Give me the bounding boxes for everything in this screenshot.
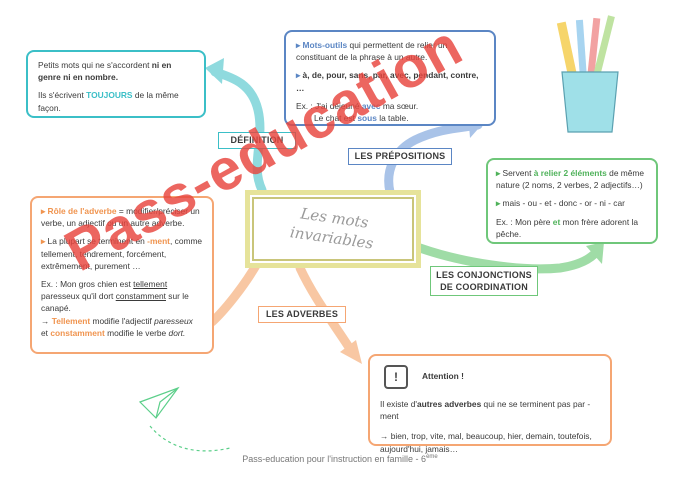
- adverbes-example-a: Ex. : Mon gros chien est: [41, 278, 134, 289]
- adverbes-note-2: et constamment modifie le verbe dort.: [41, 327, 203, 339]
- conjonctions-list: mais - ou - et - donc - or - ni - car: [502, 198, 625, 209]
- prepositions-example-1: Ex. : J'ai déjeuné avec ma sœur.: [296, 100, 484, 112]
- adverbes-note-2a: et: [41, 327, 51, 338]
- footer-superscript: ème: [426, 454, 438, 460]
- warning-icon: !: [384, 365, 408, 389]
- definition-text-2c: de la même façon.: [38, 90, 179, 113]
- adverbes-text-1a: Rôle de l'adverbe: [47, 206, 117, 216]
- prepositions-example-1c: ma sœur.: [380, 100, 419, 111]
- attention-box: ! Attention ! Il existe d'autres adverbe…: [368, 354, 612, 454]
- prepositions-box: ▸ Mots-outils qui permettent de relier u…: [284, 30, 496, 126]
- bullet-icon: ▸: [496, 168, 503, 178]
- prepositions-example-1b: avec: [361, 100, 381, 111]
- prepositions-text-1: ▸ Mots-outils qui permettent de relier u…: [296, 39, 484, 63]
- adverbes-example: Ex. : Mon gros chien est tellement pares…: [41, 278, 203, 315]
- footer-credit: Pass-education pour l'instruction en fam…: [0, 454, 680, 464]
- adverbes-example-b: tellement: [133, 278, 168, 289]
- conjonctions-text-1: ▸ Servent à relier 2 éléments de même na…: [496, 167, 648, 191]
- bullet-icon: ▸: [296, 70, 303, 81]
- definition-text-2b: TOUJOURS: [86, 90, 133, 101]
- prepositions-text-2: ▸ à, de, pour, sans, par, avec, pendant,…: [296, 69, 484, 93]
- prepositions-example-2: Le chat est sous la table.: [314, 112, 484, 124]
- adverbes-note-2b: constamment: [50, 327, 105, 338]
- center-title: Les mots invariables: [248, 198, 418, 260]
- definition-text-2: Ils s'écrivent TOUJOURS de la même façon…: [38, 89, 194, 113]
- prepositions-example-2a: Le chat est: [314, 112, 358, 123]
- conjonctions-text-1b: à relier 2 éléments: [533, 168, 607, 178]
- attention-text-1c: qui ne se terminent pas par -ment: [380, 399, 591, 422]
- conjonctions-example-a: Ex. : Mon père: [496, 216, 553, 227]
- arrow-icon: →: [41, 315, 52, 326]
- attention-text-1: Il existe d'autres adverbes qui ne se te…: [380, 398, 600, 422]
- bullet-icon: ▸: [496, 198, 503, 209]
- conjonctions-example-b: et: [552, 216, 561, 227]
- footer-text: Pass-education pour l'instruction en fam…: [242, 454, 427, 464]
- prepositions-example-2c: la table.: [376, 112, 409, 123]
- definition-box: Petits mots qui ne s'accordent ni en gen…: [26, 50, 206, 118]
- attention-text-1b: autres adverbes: [416, 399, 482, 409]
- conjonctions-box: ▸ Servent à relier 2 éléments de même na…: [486, 158, 658, 244]
- pencil-pot-icon: [556, 15, 619, 133]
- prepositions-list: à, de, pour, sans, par, avec, pendant, c…: [296, 70, 479, 93]
- attention-text-1a: Il existe d': [380, 399, 417, 409]
- adverbes-text-2b: -ment: [147, 236, 170, 247]
- adverbes-box: ▸ Rôle de l'adverbe = modifier/préciser …: [30, 196, 214, 354]
- label-prepositions: LES PRÉPOSITIONS: [348, 148, 452, 165]
- definition-text-1: Petits mots qui ne s'accordent ni en gen…: [38, 59, 194, 83]
- attention-title: Attention !: [422, 371, 464, 381]
- label-conjonctions-line2: DE COORDINATION: [440, 282, 528, 292]
- adverbes-note-1b: modifie l'adjectif: [90, 315, 155, 326]
- label-adverbes: LES ADVERBES: [258, 306, 346, 323]
- conjonctions-text-1a: Servent: [502, 168, 534, 178]
- adverbes-example-c: paresseux qu'il dort: [41, 291, 116, 302]
- adverbes-text-1b: = modifier/préciser un verbe, un adjecti…: [41, 206, 200, 229]
- conjonctions-text-2: ▸ mais - ou - et - donc - or - ni - car: [496, 197, 648, 209]
- bullet-icon: ▸: [41, 236, 48, 247]
- conjonctions-example: Ex. : Mon père et mon frère adorent la p…: [496, 216, 648, 240]
- adverbes-text-2a: La plupart se terminent en: [47, 236, 148, 247]
- label-conjonctions-line1: LES CONJONCTIONS: [436, 270, 532, 280]
- label-definition: DÉFINITION: [218, 132, 296, 149]
- adverbes-example-d: constamment: [115, 291, 166, 302]
- prepositions-example-1a: Ex. : J'ai déjeuné: [296, 100, 362, 111]
- definition-text-1a: Petits mots qui ne s'accordent: [38, 60, 152, 70]
- center-title-frame: Les mots invariables: [245, 190, 421, 268]
- adverbes-example-e: sur le canapé.: [41, 291, 189, 314]
- adverbes-note-1c: paresseux: [154, 315, 193, 326]
- adverbes-note-2d: dort.: [168, 327, 186, 338]
- adverbes-note-1: → Tellement modifie l'adjectif paresseux: [41, 315, 203, 327]
- label-conjonctions: LES CONJONCTIONS DE COORDINATION: [430, 266, 538, 296]
- bullet-icon: ▸: [296, 40, 303, 50]
- paper-plane-icon: [138, 386, 231, 452]
- bullet-icon: ▸: [41, 206, 48, 216]
- prepositions-text-1a: Mots-outils: [302, 40, 348, 50]
- adverbes-note-1a: Tellement: [51, 315, 91, 326]
- conjonctions-example-c: mon frère adorent la pêche.: [496, 216, 638, 239]
- adverbes-text-1: ▸ Rôle de l'adverbe = modifier/préciser …: [41, 205, 203, 229]
- definition-text-2a: Ils s'écrivent: [38, 90, 87, 101]
- definition-text-1b: ni en genre ni en nombre.: [38, 60, 172, 83]
- adverbes-note-2c: modifie le verbe: [104, 327, 169, 338]
- prepositions-example-2b: sous: [357, 112, 377, 123]
- attention-text-2: → bien, trop, vite, mal, beaucoup, hier,…: [380, 431, 592, 454]
- adverbes-text-2c: , comme tellement, tendrement, forcément…: [41, 236, 203, 271]
- conjonctions-text-1c: de même nature (2 noms, 2 verbes, 2 adje…: [496, 168, 645, 191]
- prepositions-text-1b: qui permettent de relier un constituant …: [296, 40, 448, 63]
- adverbes-text-2: ▸ La plupart se terminent en -ment, comm…: [41, 235, 203, 272]
